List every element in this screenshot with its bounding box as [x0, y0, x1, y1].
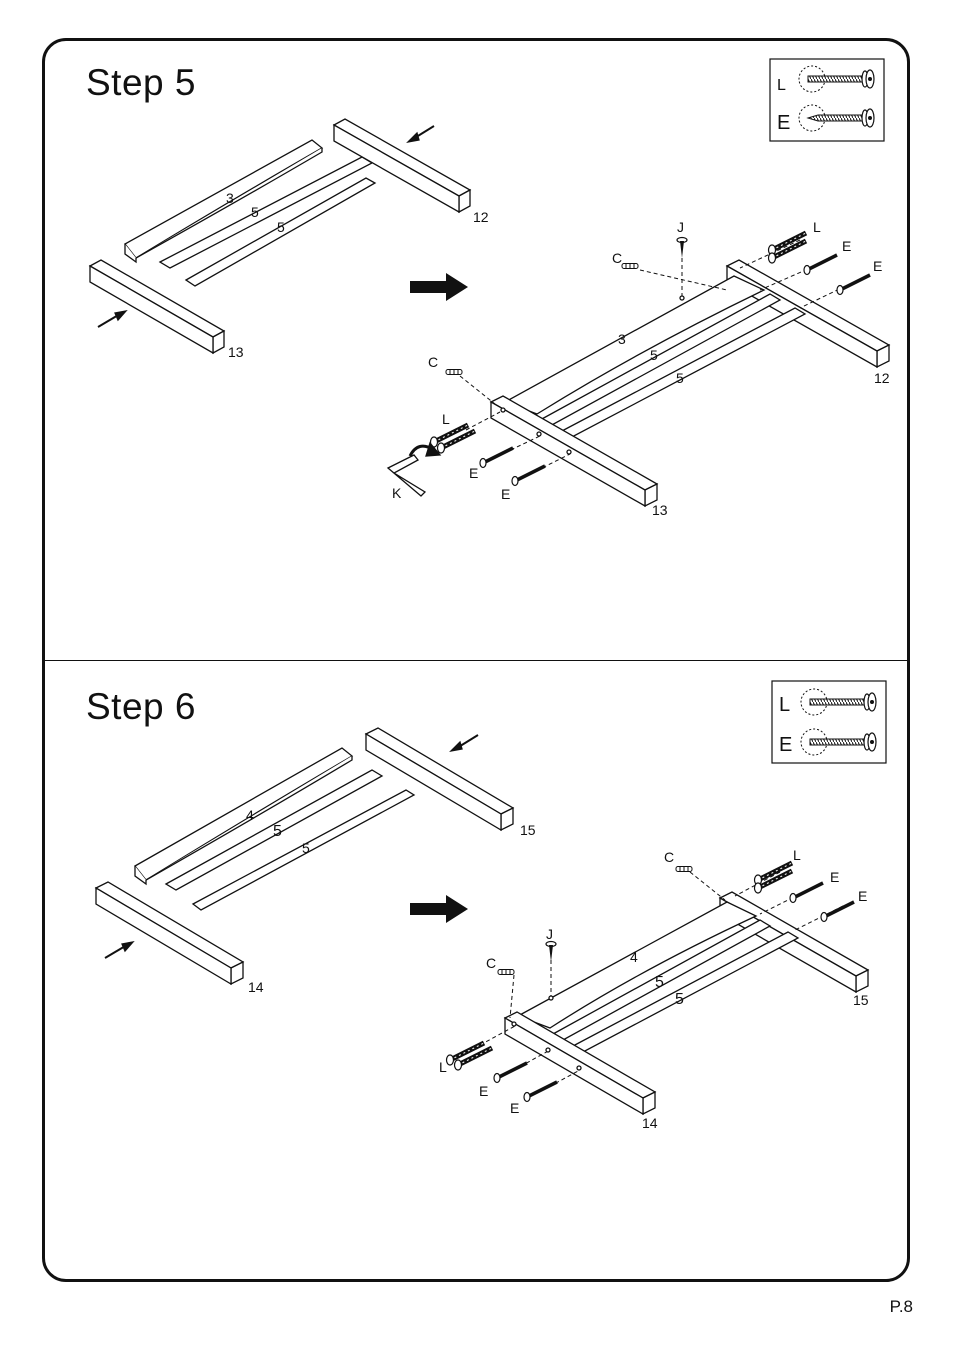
step5-asm-slat-2: 5	[676, 370, 684, 386]
hw-e-screw-icon	[512, 466, 545, 486]
hw-j-screw-icon	[546, 942, 556, 963]
step6-label-E-front-1: E	[479, 1083, 488, 1099]
step-5-assembled-view	[460, 240, 889, 506]
legend-code-L: L	[779, 694, 790, 716]
step6-exp-slat-1: 5	[273, 823, 282, 840]
step5-label-C-back: C	[612, 250, 622, 266]
step6-exp-rail-14: 14	[248, 979, 264, 995]
step6-label-C-front: C	[486, 955, 496, 971]
step6-label-L-front: L	[439, 1059, 447, 1075]
step-6-legend: L E	[772, 681, 886, 763]
hw-e-screw-icon	[804, 255, 837, 275]
next-arrow-icon	[410, 895, 468, 923]
hw-c-dowel-icon	[676, 867, 692, 872]
hw-c-dowel-icon	[446, 370, 462, 375]
step6-asm-rail-14: 14	[642, 1115, 658, 1131]
step6-exp-rail-15: 15	[520, 822, 536, 838]
legend-code-E: E	[779, 734, 792, 756]
step5-label-E-front-2: E	[501, 486, 510, 502]
hw-j-screw-icon	[677, 238, 687, 259]
step6-exp-part-4: 4	[246, 807, 254, 823]
step5-label-E-back-2: E	[873, 258, 882, 274]
step-6-exploded-view	[96, 728, 513, 984]
step6-asm-rail-15: 15	[853, 992, 869, 1008]
step5-exp-rail-12: 12	[473, 209, 489, 225]
step5-label-J: J	[677, 219, 684, 235]
step6-asm-part-4: 4	[630, 949, 638, 965]
hw-e-screw-icon	[494, 1063, 527, 1083]
step-5-exploded-view	[90, 119, 470, 353]
hw-e-screw-icon	[790, 883, 823, 903]
step5-exp-slat-2: 5	[277, 219, 285, 235]
step5-label-K: K	[392, 485, 402, 501]
hw-e-screw-icon	[837, 275, 870, 295]
hw-e-screw-icon	[524, 1082, 557, 1102]
step6-label-E-front-2: E	[510, 1100, 519, 1116]
step-5-legend: L E	[770, 59, 884, 141]
hw-e-screw-icon	[821, 902, 854, 922]
step6-label-C-back: C	[664, 849, 674, 865]
step5-asm-part-3: 3	[618, 331, 626, 347]
step5-exp-part-3: 3	[226, 190, 234, 206]
step5-label-L-front: L	[442, 411, 450, 427]
step6-label-E-back-2: E	[858, 888, 867, 904]
hw-c-dowel-icon	[622, 264, 638, 269]
step-6-assembled-view	[480, 872, 868, 1114]
step5-exp-rail-13: 13	[228, 344, 244, 360]
hw-e-screw-icon	[480, 448, 513, 468]
legend-code-E: E	[777, 112, 790, 134]
step6-label-J: J	[546, 926, 553, 942]
next-arrow-icon	[410, 273, 468, 301]
step5-asm-rail-12: 12	[874, 370, 890, 386]
step5-label-E-front-1: E	[469, 465, 478, 481]
step6-label-L-back: L	[793, 847, 801, 863]
step5-asm-slat-1: 5	[650, 347, 658, 363]
step5-label-C-front: C	[428, 354, 438, 370]
step5-label-E-back-1: E	[842, 238, 851, 254]
step5-exp-slat-1: 5	[251, 204, 259, 220]
hw-c-dowel-icon	[498, 970, 514, 975]
step6-label-E-back-1: E	[830, 869, 839, 885]
step6-exp-slat-2: 5	[302, 840, 310, 856]
step5-label-L-back: L	[813, 219, 821, 235]
hw-l-bolt-icon	[438, 431, 476, 453]
step6-asm-slat-2: 5	[675, 991, 684, 1008]
step6-asm-slat-1: 5	[655, 974, 664, 991]
step5-asm-rail-13: 13	[652, 502, 668, 518]
legend-code-L: L	[777, 77, 786, 94]
hw-l-bolt-icon	[455, 1048, 493, 1070]
